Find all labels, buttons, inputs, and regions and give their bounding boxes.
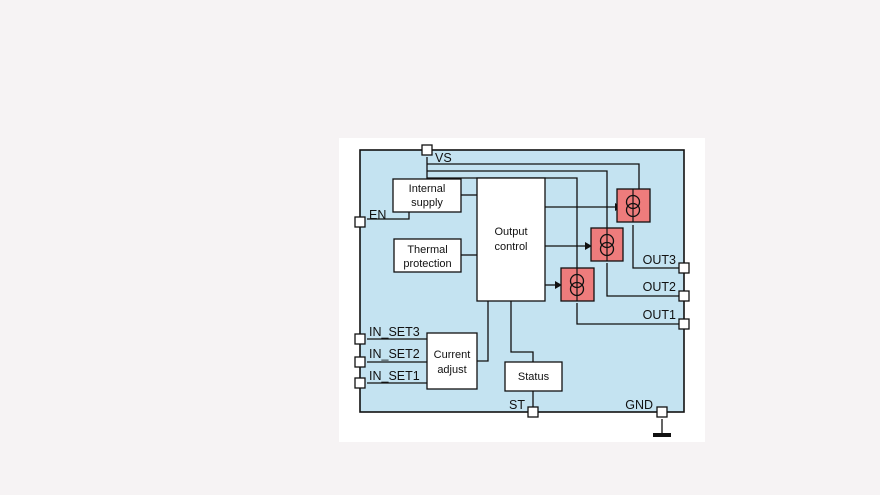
output-control-line-2: control [494, 241, 527, 253]
pin-gnd [656, 406, 668, 418]
block-thermal-protection: Thermal protection [393, 238, 462, 273]
pin-out2 [678, 290, 690, 302]
current-adjust-line-2: adjust [437, 364, 466, 376]
label-out2: OUT2 [643, 280, 676, 294]
current-adjust-line-1: Current [434, 349, 471, 361]
label-out3: OUT3 [643, 253, 676, 267]
label-out1: OUT1 [643, 308, 676, 322]
wires [367, 157, 683, 434]
pin-vs [421, 144, 433, 156]
block-diagram: Internal supply Thermal protection Outpu… [354, 144, 690, 437]
current-source-1-icon [560, 267, 595, 302]
pin-st [527, 406, 539, 418]
block-internal-supply: Internal supply [392, 178, 462, 213]
label-gnd: GND [625, 398, 653, 412]
label-in-set1: IN_SET1 [369, 369, 420, 383]
pin-in-set2 [354, 356, 366, 368]
internal-supply-line-1: Internal [409, 183, 446, 195]
thermal-protection-line-2: protection [403, 258, 451, 270]
pin-out1 [678, 318, 690, 330]
internal-supply-line-2: supply [411, 197, 443, 209]
status-label: Status [518, 371, 550, 383]
thermal-protection-line-1: Thermal [407, 244, 447, 256]
pin-in-set3 [354, 333, 366, 345]
current-source-2-icon [590, 227, 624, 262]
block-output-control: Output control [476, 177, 546, 302]
label-st: ST [509, 398, 525, 412]
diagram-card: Internal supply Thermal protection Outpu… [339, 138, 705, 442]
block-current-adjust: Current adjust [426, 332, 478, 390]
output-control-line-1: Output [494, 226, 527, 238]
block-status: Status [504, 361, 563, 392]
pin-out3 [678, 262, 690, 274]
label-in-set2: IN_SET2 [369, 347, 420, 361]
pin-en [354, 216, 366, 228]
ground-icon [653, 433, 671, 437]
arrow-to-source-2 [585, 242, 592, 250]
pin-in-set1 [354, 377, 366, 389]
arrow-to-source-1 [555, 281, 562, 289]
label-en: EN [369, 208, 386, 222]
label-in-set3: IN_SET3 [369, 325, 420, 339]
label-vs: VS [435, 151, 452, 165]
pins [354, 144, 690, 418]
current-source-3-icon [616, 188, 651, 223]
